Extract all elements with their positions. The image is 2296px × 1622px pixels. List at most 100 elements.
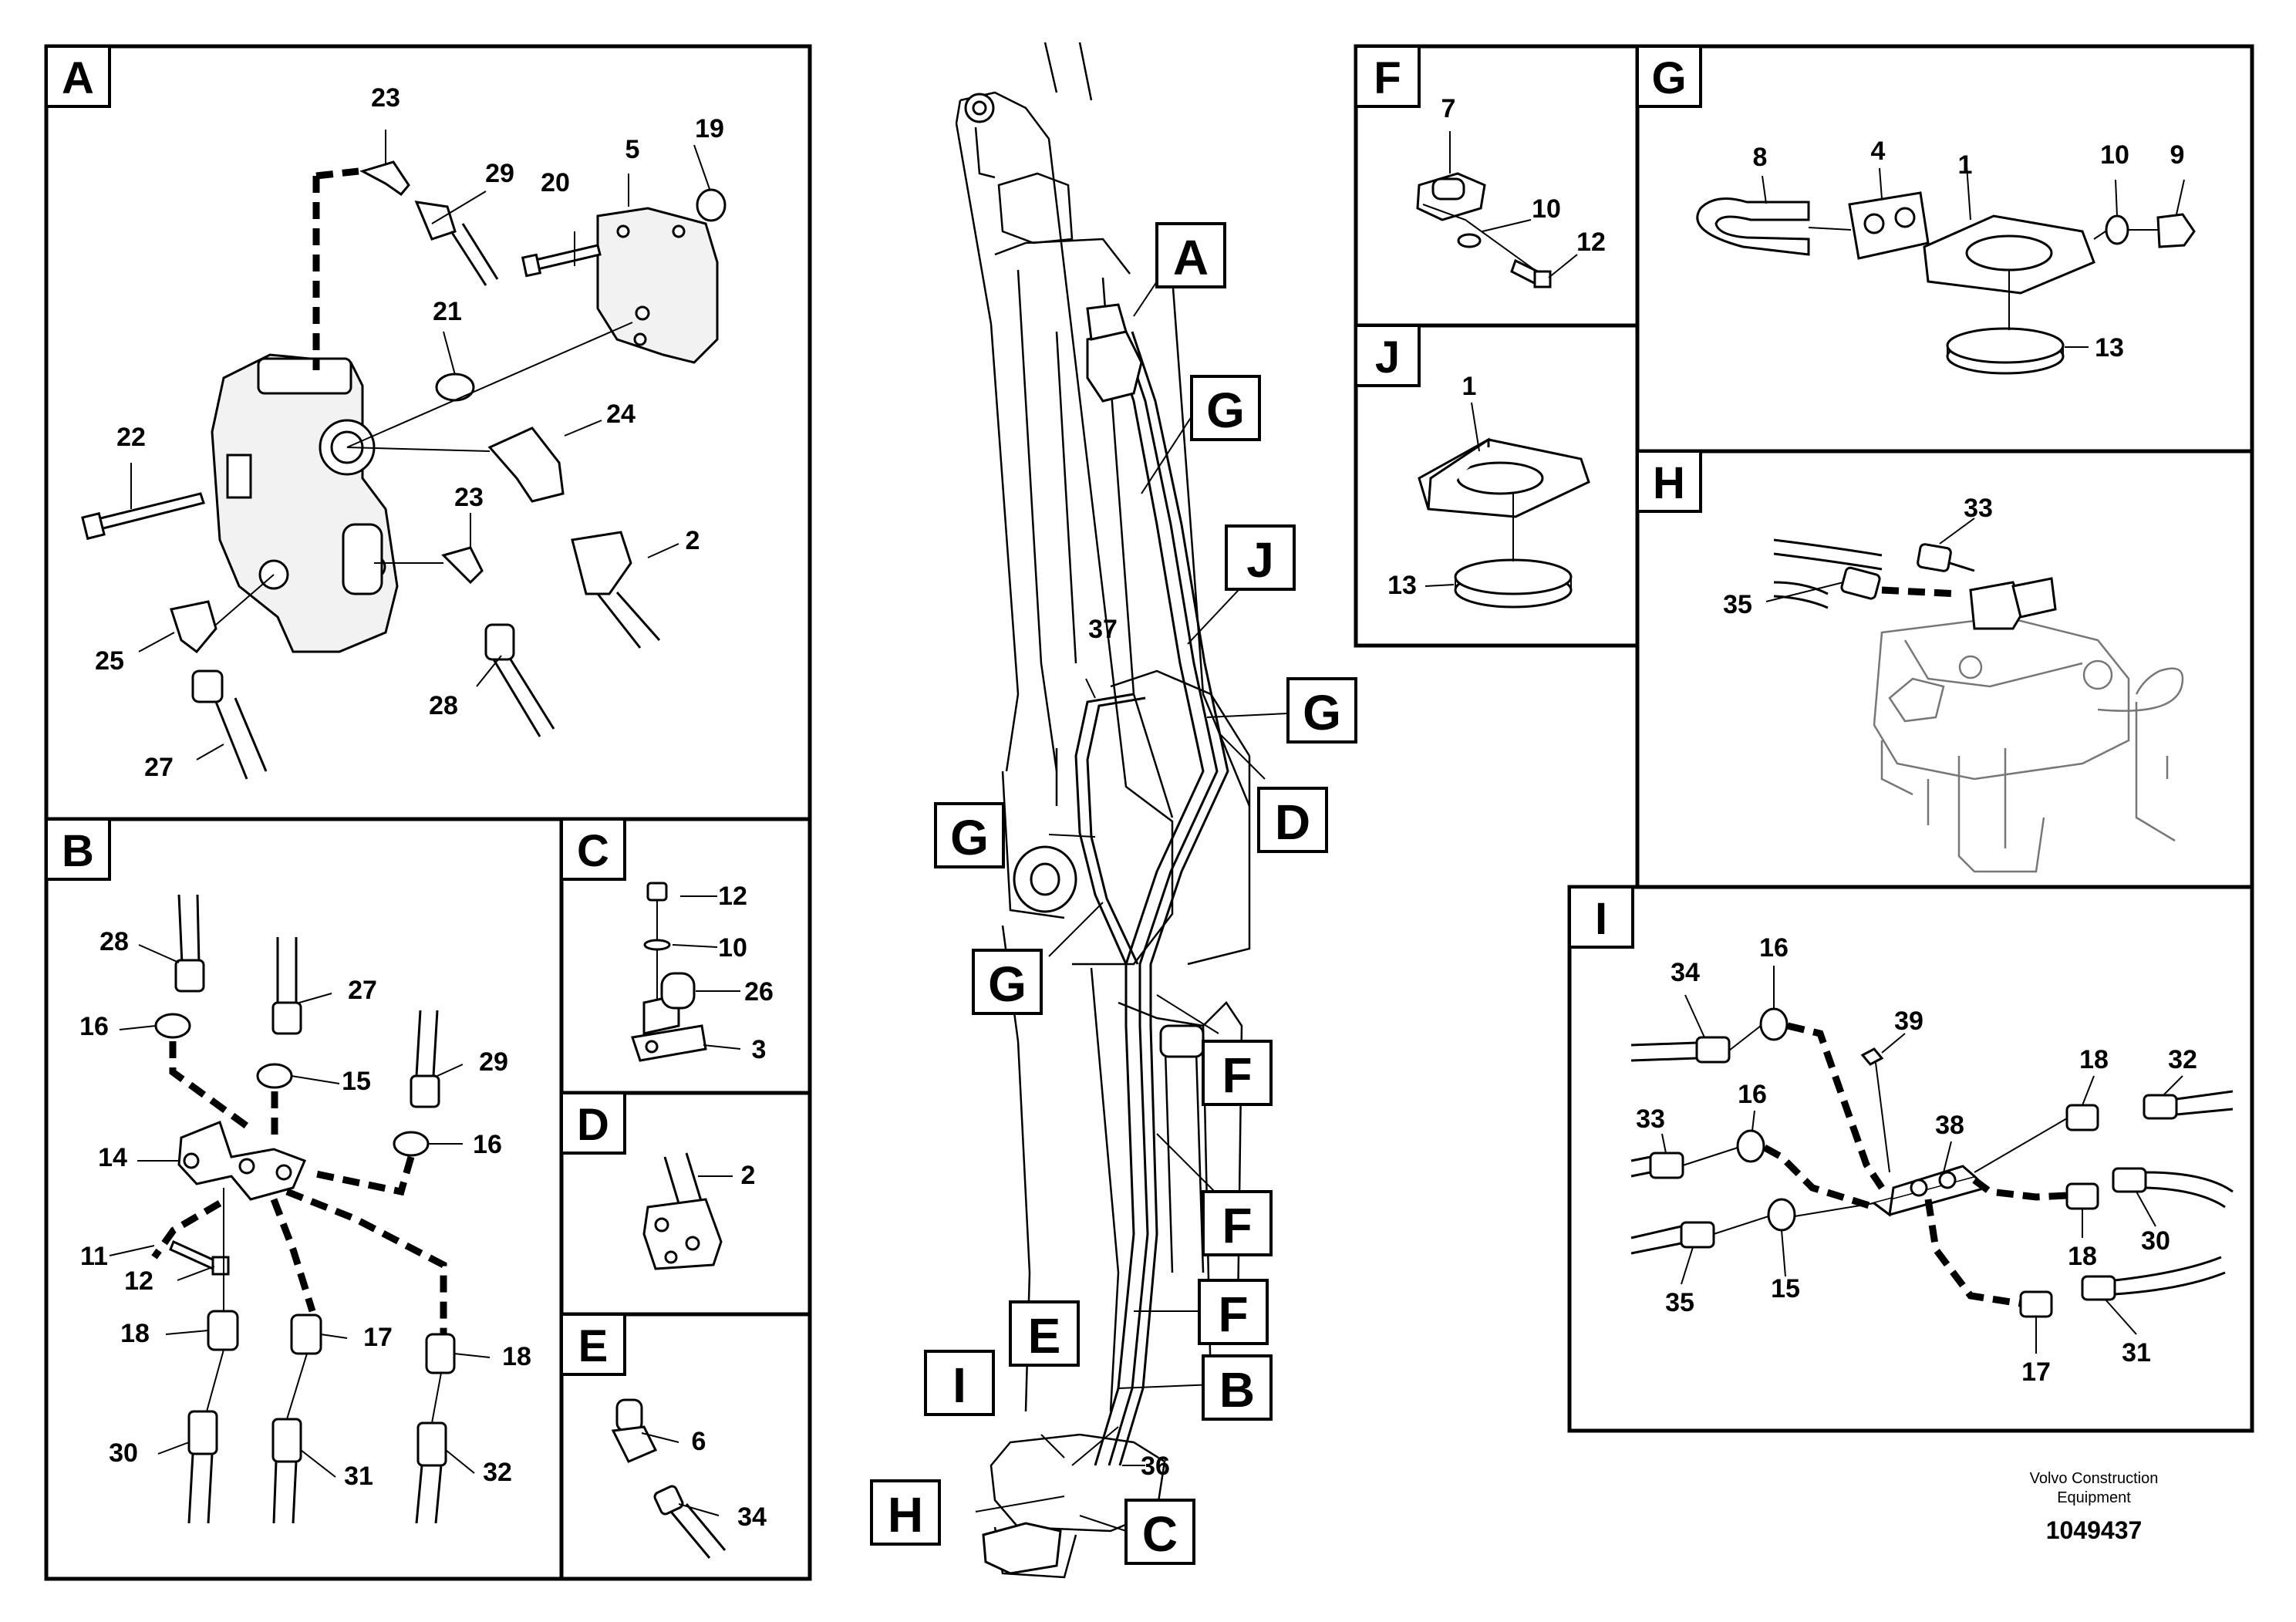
boom-callout-e: E xyxy=(1009,1300,1080,1367)
part-number-label: 13 xyxy=(2095,333,2124,363)
boom-callout-g-3: G xyxy=(934,802,1005,868)
view-letter: G xyxy=(988,956,1027,1012)
part-number-label: 12 xyxy=(124,1266,153,1296)
boom-callout-h: H xyxy=(870,1479,941,1546)
panel-j-drawing xyxy=(1418,402,1590,609)
part-number-label: 19 xyxy=(695,114,724,143)
panel-c-numbers: 12 10 26 3 xyxy=(718,882,774,1064)
view-letter: C xyxy=(577,826,609,876)
view-letter: F xyxy=(1218,1286,1248,1342)
part-number-label: 29 xyxy=(479,1047,508,1077)
view-letter: C xyxy=(1142,1506,1178,1562)
part-number-label: 30 xyxy=(2141,1226,2170,1256)
boom-callout-a: A xyxy=(1155,222,1226,288)
part-number-label: 11 xyxy=(80,1242,108,1271)
view-letter: G xyxy=(950,810,989,865)
panel-b-numbers: 28 27 29 16 15 16 14 11 12 18 17 18 30 3… xyxy=(79,927,531,1491)
part-number-label: 32 xyxy=(2168,1045,2197,1074)
panel-h-drawing xyxy=(1765,518,2184,873)
panel-h-label: H xyxy=(1636,450,1702,513)
panel-g-label: G xyxy=(1636,45,1702,108)
part-number-label: 2 xyxy=(741,1161,756,1190)
part-number-label: 16 xyxy=(79,1012,109,1041)
part-number-label: 17 xyxy=(363,1323,393,1352)
panel-f-label: F xyxy=(1354,45,1421,108)
part-number-label: 13 xyxy=(1387,571,1417,600)
panel-f-drawing xyxy=(1416,131,1578,288)
part-number-label: 12 xyxy=(1576,228,1606,257)
footer-company: Volvo Construction xyxy=(2030,1470,2159,1487)
part-number-label: 2 xyxy=(686,526,700,555)
part-number-label: 14 xyxy=(98,1143,127,1172)
part-number-label: 15 xyxy=(1771,1274,1800,1303)
part-number-label: 7 xyxy=(1441,94,1456,123)
part-number-label: 35 xyxy=(1723,590,1752,619)
panel-c-label: C xyxy=(560,818,626,881)
part-number-label: 18 xyxy=(120,1319,150,1348)
part-number-label: 16 xyxy=(1759,933,1789,963)
part-number-label: 16 xyxy=(473,1130,502,1159)
view-letter: B xyxy=(1219,1362,1255,1418)
part-number-label: 8 xyxy=(1753,143,1768,172)
view-letter: I xyxy=(1595,894,1607,944)
panel-g-numbers: 8 4 1 10 9 13 xyxy=(1753,137,2185,363)
panel-j-label: J xyxy=(1354,324,1421,387)
boom-callout-37: 37 xyxy=(1088,615,1118,644)
part-number-label: 18 xyxy=(502,1342,531,1371)
part-number-label: 25 xyxy=(95,646,124,676)
part-number-label: 29 xyxy=(485,159,514,188)
boom-callout-j: J xyxy=(1225,524,1296,591)
part-number-label: 27 xyxy=(144,753,174,782)
view-letter: G xyxy=(1206,383,1245,438)
part-number-label: 12 xyxy=(718,882,747,911)
view-letter: E xyxy=(578,1321,609,1371)
panel-a-drawing xyxy=(81,130,727,780)
part-number-label: 31 xyxy=(344,1462,373,1491)
panel-b-label: B xyxy=(45,818,111,881)
part-number-label: 33 xyxy=(1964,494,1993,523)
view-letter: I xyxy=(952,1357,966,1413)
part-number-label: 34 xyxy=(1671,958,1700,987)
part-number-label: 10 xyxy=(1532,194,1561,224)
boom-callout-f-2: F xyxy=(1202,1190,1273,1256)
view-letter: J xyxy=(1375,332,1400,383)
panel-h-numbers: 33 35 xyxy=(1723,494,1993,619)
view-letter: H xyxy=(888,1487,923,1543)
view-letter: H xyxy=(1653,458,1685,508)
panel-a-frame xyxy=(44,44,812,821)
panel-j-numbers: 1 13 xyxy=(1387,372,1476,600)
boom-callout-b: B xyxy=(1202,1354,1273,1421)
part-number-label: 23 xyxy=(454,483,484,512)
part-number-label: 32 xyxy=(483,1458,512,1487)
view-letter: E xyxy=(1028,1308,1061,1364)
part-number-label: 22 xyxy=(116,423,146,452)
part-number-label: 16 xyxy=(1738,1080,1767,1109)
part-number-label: 3 xyxy=(752,1035,767,1064)
part-number-label: 31 xyxy=(2122,1338,2151,1367)
part-number-label: 15 xyxy=(342,1067,371,1096)
part-number-label: 20 xyxy=(541,168,570,197)
footer: Volvo Construction Equipment 1049437 xyxy=(2030,1470,2159,1544)
boom-callout-i: I xyxy=(924,1350,995,1416)
view-letter: A xyxy=(1173,230,1209,285)
part-number-label: 36 xyxy=(1141,1452,1170,1481)
boom-callout-g-1: G xyxy=(1190,375,1261,441)
part-number-label: 10 xyxy=(718,933,747,963)
view-letter: F xyxy=(1222,1198,1252,1253)
part-number-label: 18 xyxy=(2068,1242,2097,1271)
part-number-label: 18 xyxy=(2079,1045,2109,1074)
view-letter: J xyxy=(1246,532,1274,588)
panel-g-drawing xyxy=(1696,165,2196,375)
part-number-label: 28 xyxy=(429,691,458,720)
view-letter: F xyxy=(1374,53,1401,103)
part-number-label: 37 xyxy=(1088,615,1118,644)
panel-e-numbers: 6 34 xyxy=(692,1427,767,1532)
part-number-label: 21 xyxy=(433,297,462,326)
part-number-label: 23 xyxy=(371,83,400,113)
panel-e-drawing xyxy=(611,1398,727,1559)
panel-e-label: E xyxy=(560,1313,626,1376)
boom-callout-g-4: G xyxy=(972,949,1043,1015)
part-number-label: 30 xyxy=(109,1438,138,1468)
part-number-label: 39 xyxy=(1894,1007,1923,1036)
